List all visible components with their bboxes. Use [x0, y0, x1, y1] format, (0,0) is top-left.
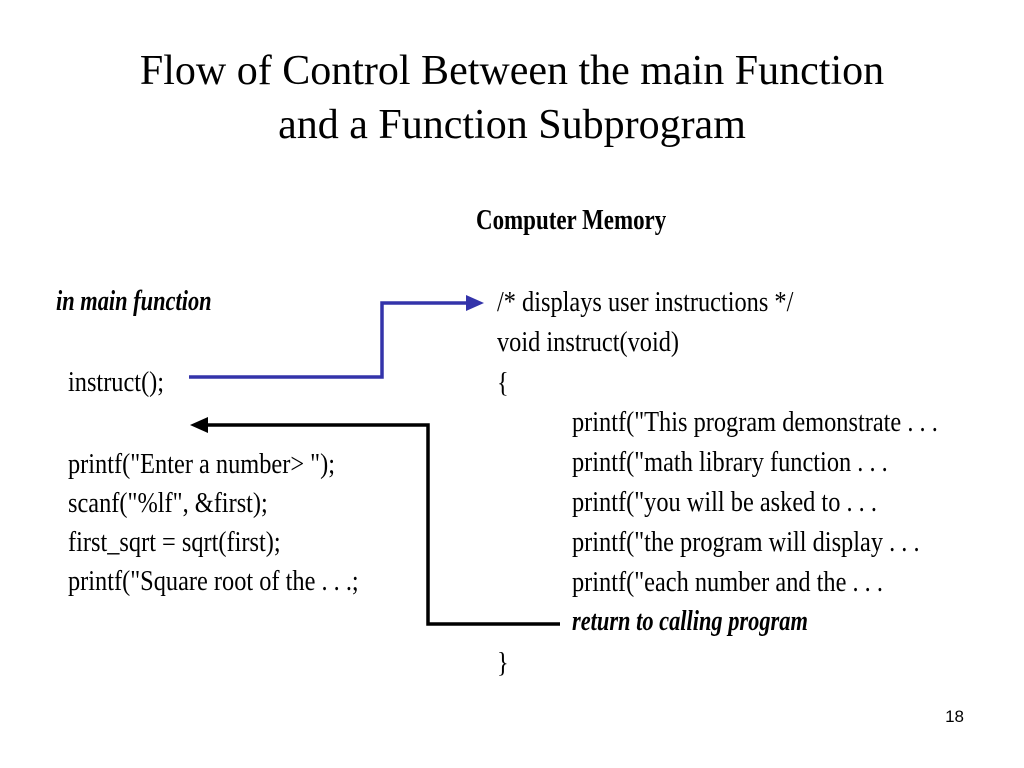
subprogram-comment: /* displays user instructions */: [497, 286, 794, 318]
main-code-line: printf("Enter a number> ");: [68, 448, 335, 480]
subprogram-code-line: printf("each number and the . . .: [572, 566, 883, 598]
main-code-line: first_sqrt = sqrt(first);: [68, 526, 281, 558]
subprogram-code-line: printf("you will be asked to . . .: [572, 486, 877, 518]
return-arrow-head: [190, 417, 208, 433]
subprogram-code-line: printf("the program will display . . .: [572, 526, 920, 558]
call-arrow-head: [466, 295, 484, 311]
slide-title: Flow of Control Between the main Functio…: [0, 44, 1024, 152]
main-code-line: scanf("%lf", &first);: [68, 487, 268, 519]
call-arrow-line: [189, 301, 470, 379]
return-arrow-line: [204, 423, 560, 626]
main-code-line: printf("Square root of the . . .;: [68, 565, 359, 597]
return-arrow: [190, 417, 560, 626]
instruct-call: instruct();: [68, 366, 165, 398]
subprogram-code-line: printf("This program demonstrate . . .: [572, 406, 938, 438]
subprogram-close-brace: }: [497, 647, 509, 679]
subprogram-open-brace: {: [497, 367, 509, 399]
return-to-calling-program-label: return to calling program: [572, 606, 808, 637]
main-function-heading: in main function: [56, 286, 212, 317]
slide-title-line-2: and a Function Subprogram: [278, 102, 746, 148]
call-arrow: [189, 295, 484, 379]
slide-title-line-1: Flow of Control Between the main Functio…: [139, 48, 885, 94]
slide-number: 18: [945, 707, 964, 726]
subprogram-signature: void instruct(void): [497, 326, 680, 358]
computer-memory-heading: Computer Memory: [476, 205, 667, 236]
subprogram-code-line: printf("math library function . . .: [572, 446, 888, 478]
